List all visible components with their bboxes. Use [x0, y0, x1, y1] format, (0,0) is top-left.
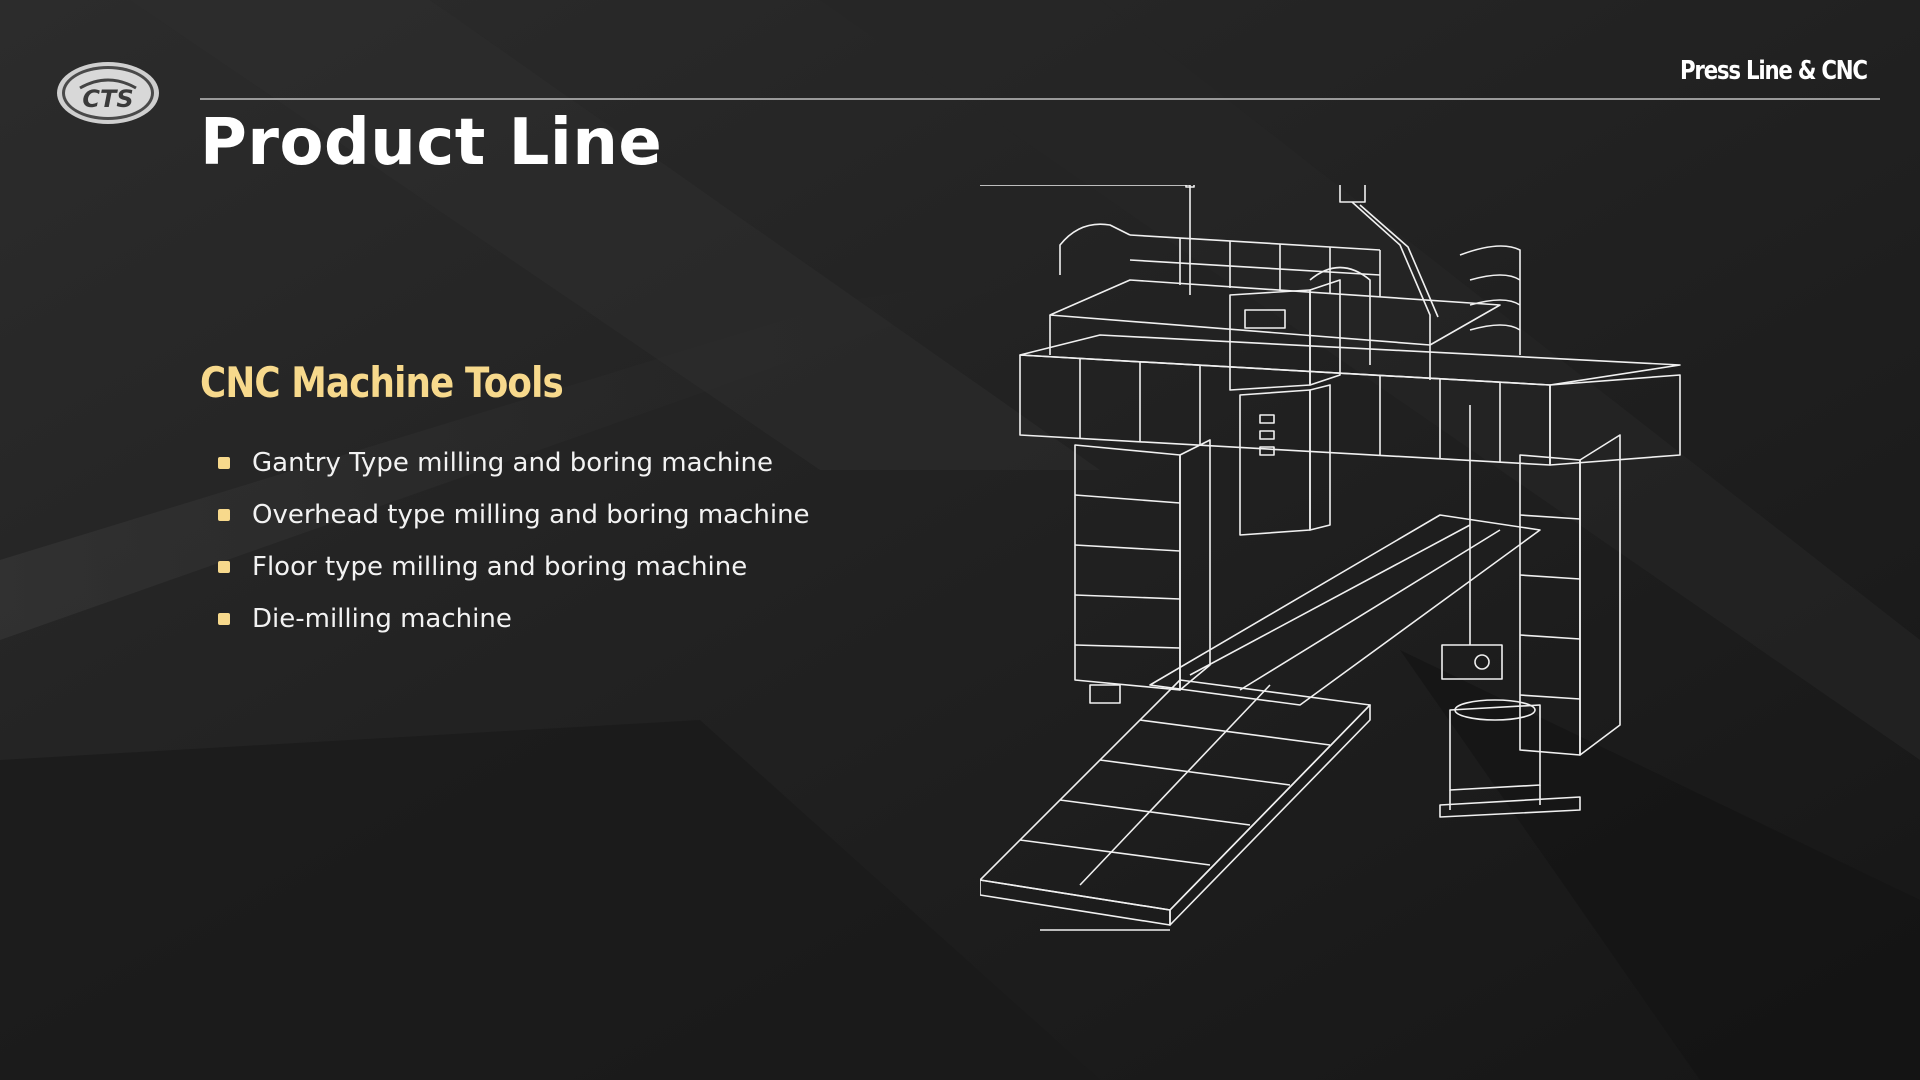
bullet-icon [218, 561, 230, 573]
list-item: Overhead type milling and boring machine [218, 489, 810, 541]
list-item: Gantry Type milling and boring machine [218, 437, 810, 489]
list-item-label: Die-milling machine [252, 604, 512, 634]
company-logo: CTS [57, 62, 159, 124]
svg-text:CTS: CTS [82, 85, 133, 113]
list-item-label: Overhead type milling and boring machine [252, 500, 810, 530]
list-item: Floor type milling and boring machine [218, 541, 810, 593]
header-divider [200, 98, 1880, 100]
header-tag: Press Line & CNC [1680, 56, 1868, 86]
bullet-icon [218, 613, 230, 625]
gantry-machine-illustration [980, 185, 1681, 931]
page-title: Product Line [200, 106, 663, 180]
list-item-label: Floor type milling and boring machine [252, 552, 748, 582]
list-item: Die-milling machine [218, 593, 810, 645]
bullet-icon [218, 509, 230, 521]
list-item-label: Gantry Type milling and boring machine [252, 448, 774, 478]
section-heading: CNC Machine Tools [200, 358, 564, 407]
product-list: Gantry Type milling and boring machine O… [218, 437, 810, 645]
bullet-icon [218, 457, 230, 469]
